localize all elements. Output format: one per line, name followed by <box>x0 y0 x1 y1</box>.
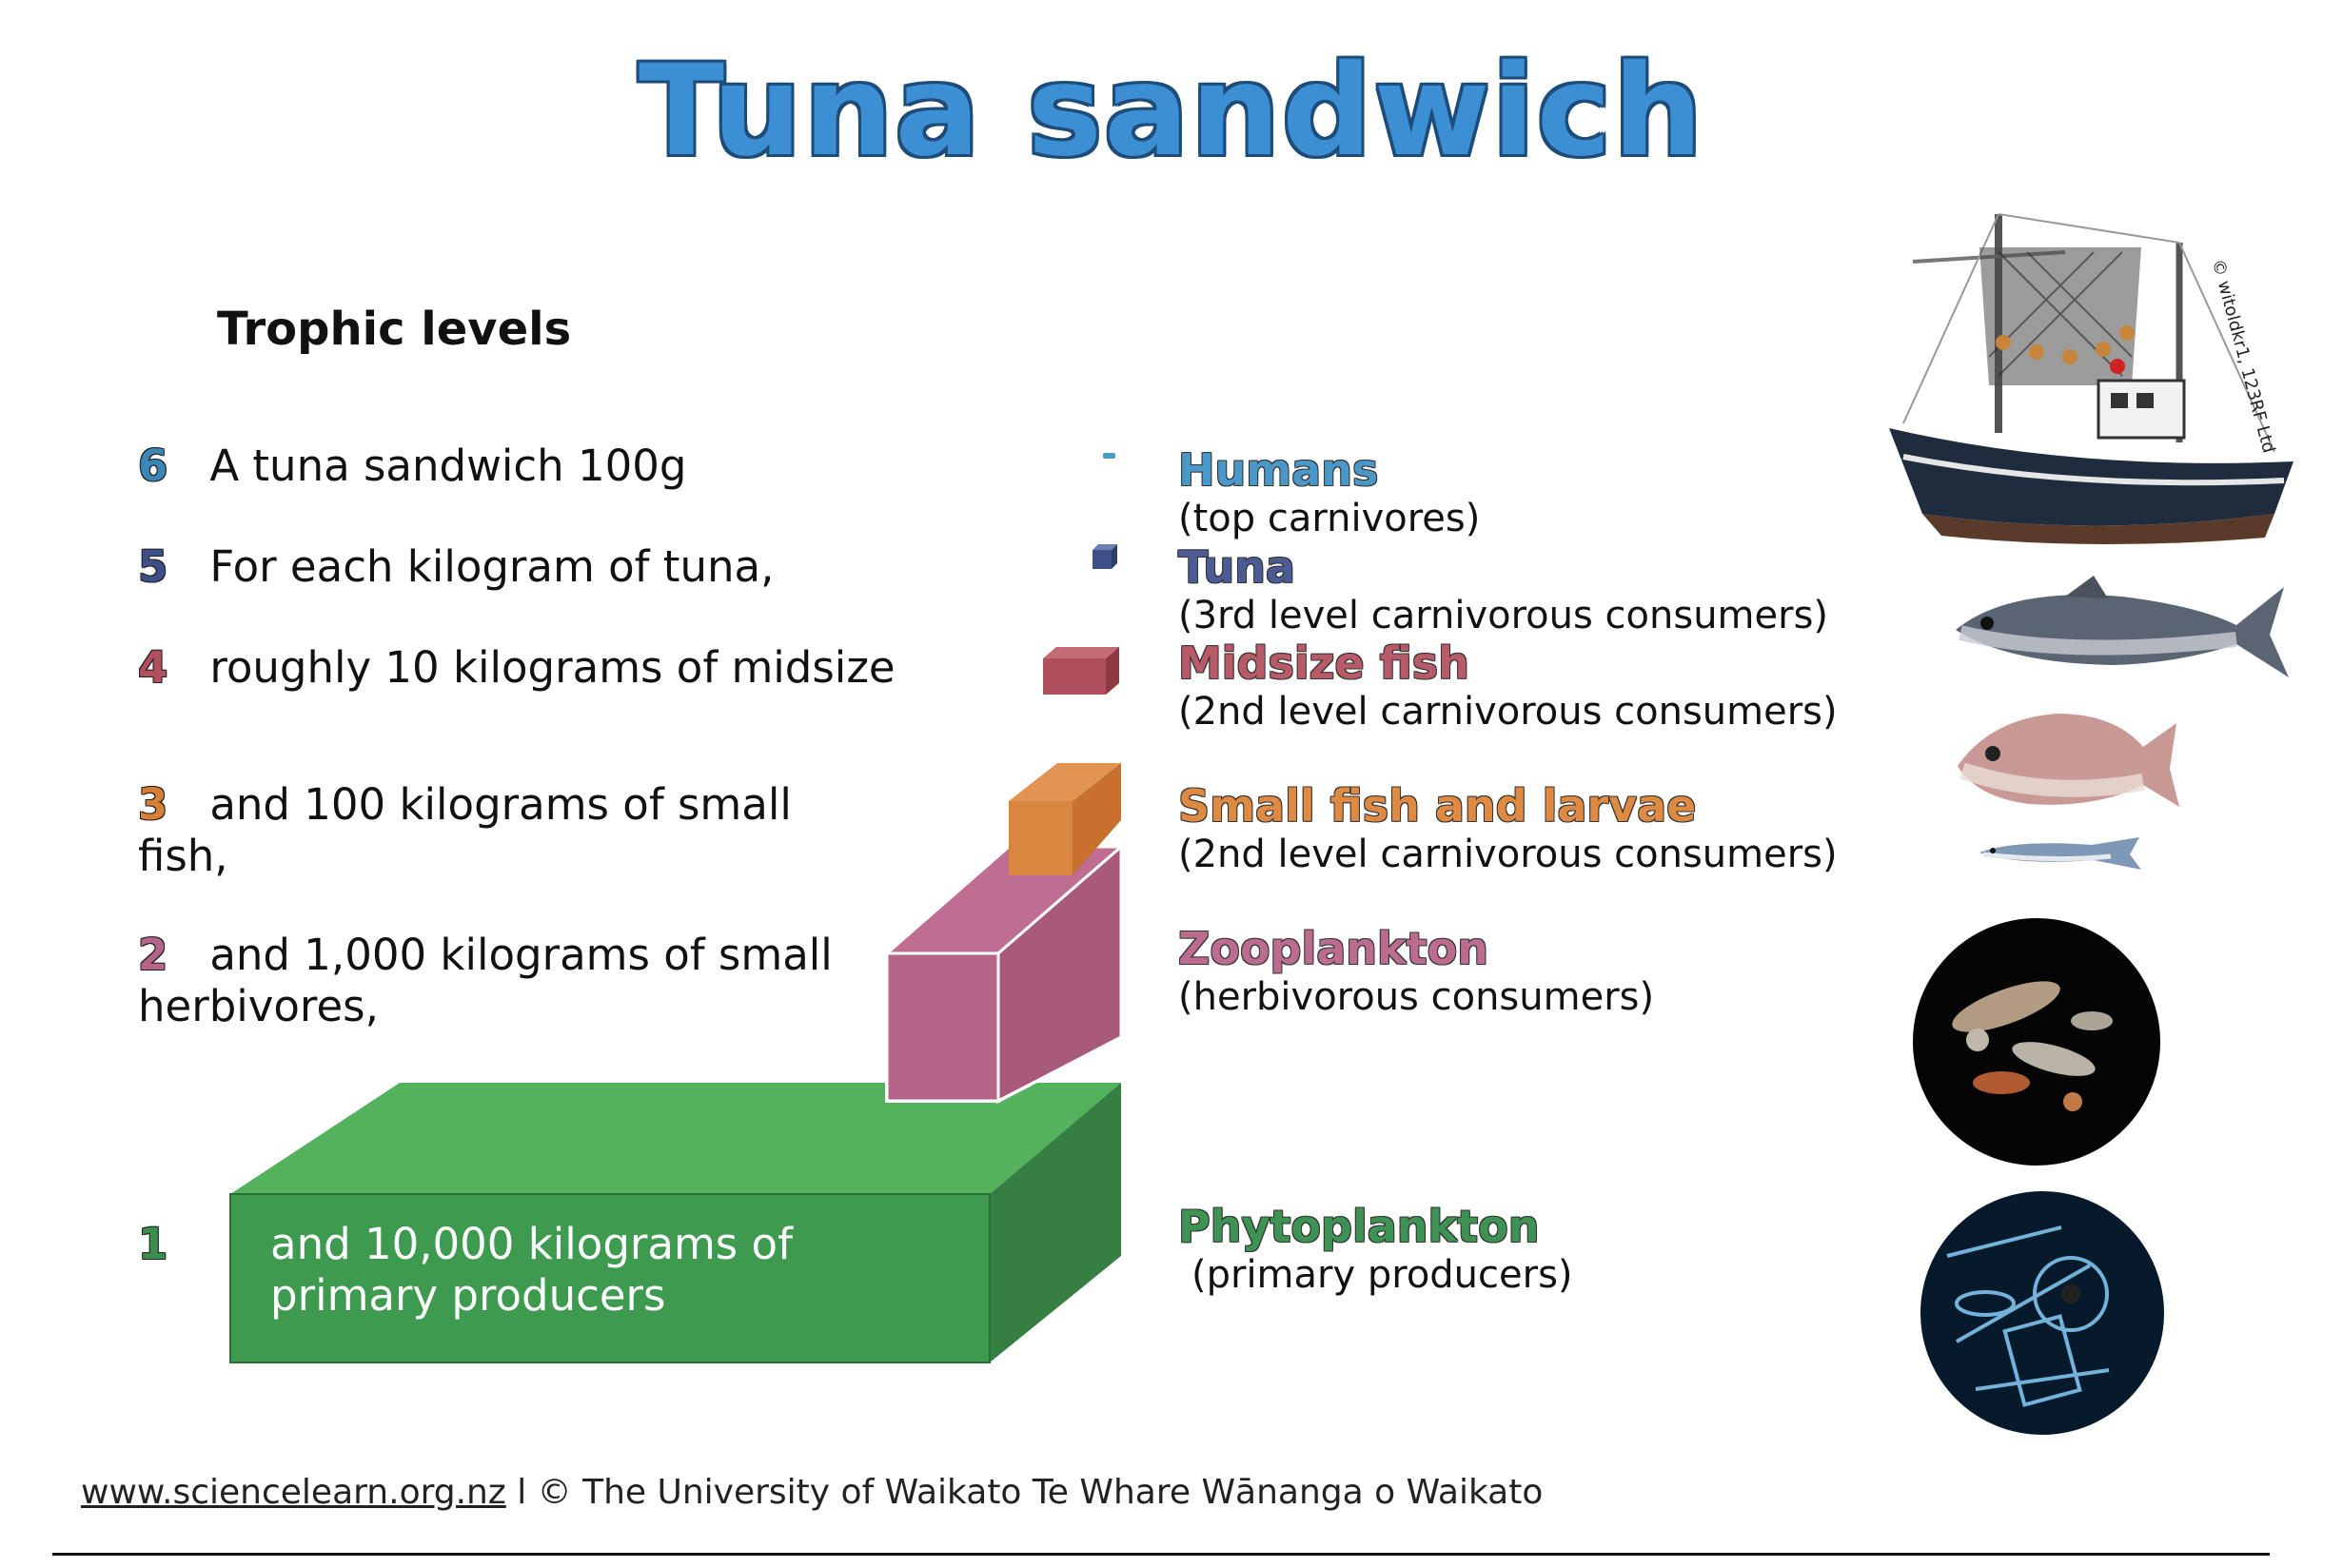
zooplankton-description: (herbivorous consumers) <box>1178 975 1655 1019</box>
fishing-boat-image <box>1889 213 2294 545</box>
phytoplankton-label: Phytoplankton <box>1178 1201 1540 1252</box>
level-3-number: 3 <box>138 779 168 830</box>
zooplankton-block <box>881 843 1126 1105</box>
level-6-row: 6 A tuna sandwich 100g <box>138 440 686 493</box>
small-fish-description: (2nd level carnivorous consumers) <box>1178 833 1838 876</box>
footer-copyright: © The University of Waikato Te Whare Wān… <box>537 1473 1544 1512</box>
tuna-cube <box>1093 544 1117 569</box>
level-4-number: 4 <box>138 642 168 693</box>
midsize-fish-cube <box>1043 647 1119 695</box>
level-3-text: and 100 kilograms of small <box>209 779 792 830</box>
level-1-text-continued: primary producers <box>270 1270 666 1321</box>
level-4-row: 4 roughly 10 kilograms of midsize <box>138 641 896 695</box>
footer-link[interactable]: www.sciencelearn.org.nz <box>81 1473 506 1512</box>
midsize-fish-description: (2nd level carnivorous consumers) <box>1178 690 1838 734</box>
level-5-text: For each kilogram of tuna, <box>209 541 775 592</box>
level-1-text: and 10,000 kilograms of <box>270 1219 793 1269</box>
small-fish-label: Small fish and larvae <box>1178 780 1697 832</box>
trophic-pyramid-blocks <box>229 763 1126 1363</box>
small-fish-image <box>1979 837 2141 870</box>
tuna-label: Tuna <box>1178 541 1295 593</box>
level-5-number: 5 <box>138 541 168 592</box>
level-6-number: 6 <box>138 441 168 491</box>
phytoplankton-image <box>1920 1191 2164 1435</box>
footer-separator: l <box>505 1473 538 1512</box>
humans-label: Humans <box>1178 444 1379 496</box>
humans-description: (top carnivores) <box>1178 497 1481 540</box>
humans-cube <box>1103 453 1115 459</box>
level-2-row: 2 and 1,000 kilograms of small <box>138 929 833 982</box>
phytoplankton-block <box>229 1083 1121 1363</box>
level-3-row: 3 and 100 kilograms of small <box>138 778 792 832</box>
level-2-text-continued: herbivores, <box>138 981 379 1031</box>
phytoplankton-description: (primary producers) <box>1191 1253 1573 1297</box>
page-title: Tuna sandwich <box>638 38 1705 185</box>
level-1-number: 1 <box>138 1219 168 1269</box>
tuna-fish-image <box>1956 576 2289 677</box>
zooplankton-image <box>1913 918 2160 1166</box>
level-3-text-continued: fish, <box>138 831 228 881</box>
level-2-number: 2 <box>138 930 168 980</box>
footer-rule <box>52 1553 2270 1556</box>
tuna-description: (3rd level carnivorous consumers) <box>1178 594 1829 637</box>
midsize-fish-image <box>1958 714 2179 807</box>
small-fish-block <box>1009 763 1121 875</box>
level-6-text: A tuna sandwich 100g <box>209 441 687 491</box>
midsize-fish-label: Midsize fish <box>1178 637 1469 689</box>
footer: www.sciencelearn.org.nz l © The Universi… <box>81 1473 1543 1512</box>
level-2-text: and 1,000 kilograms of small <box>209 930 833 980</box>
diagram-subtitle: Trophic levels <box>217 303 572 356</box>
level-4-text: roughly 10 kilograms of midsize <box>209 642 896 693</box>
zooplankton-label: Zooplankton <box>1178 923 1488 974</box>
level-5-row: 5 For each kilogram of tuna, <box>138 540 774 594</box>
